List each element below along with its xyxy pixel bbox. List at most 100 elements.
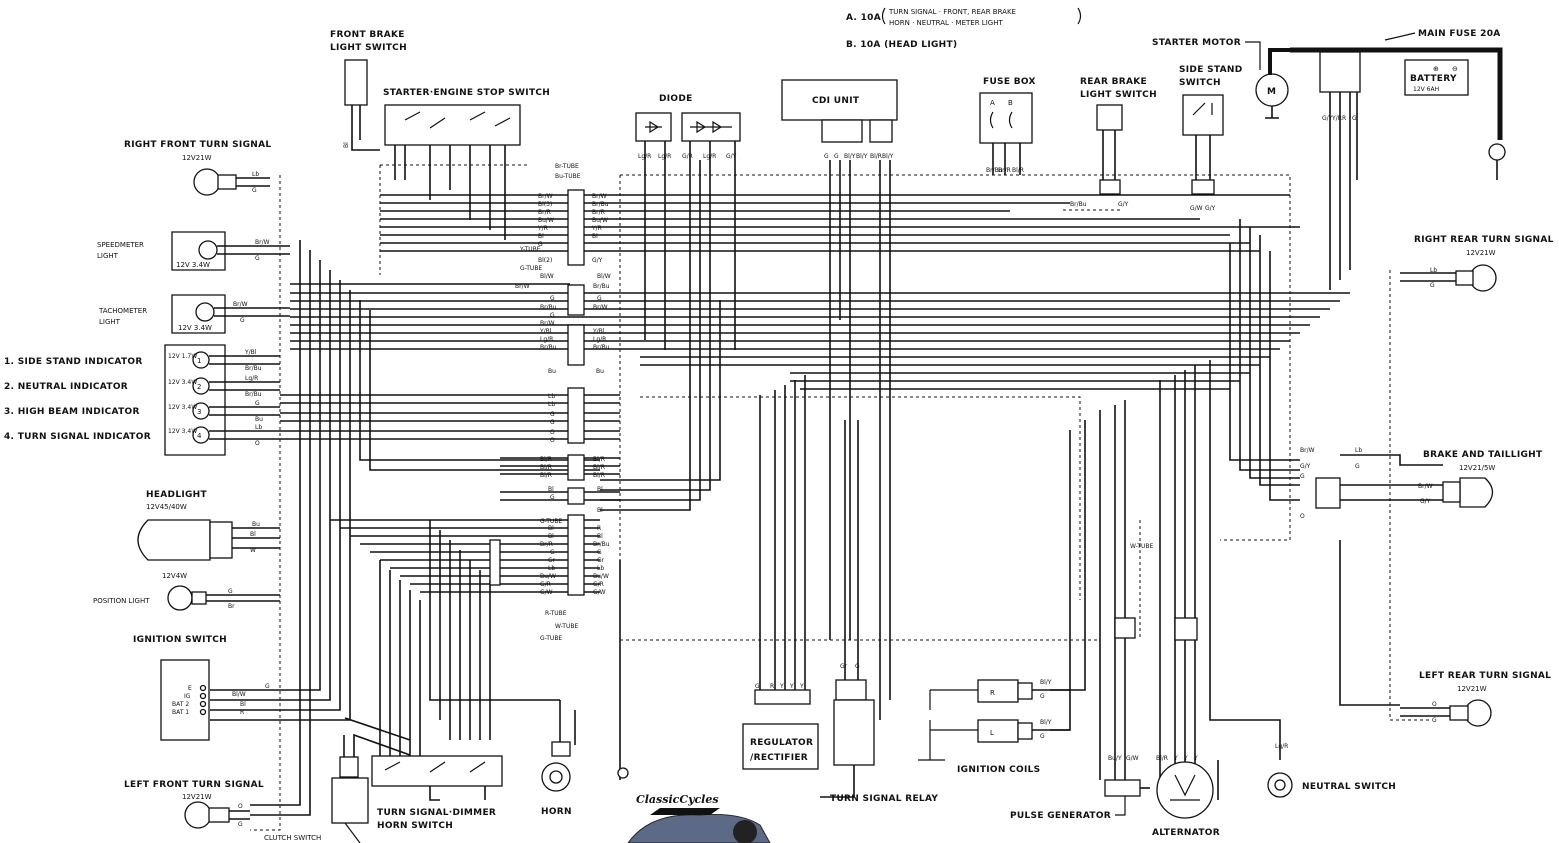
svg-text:12V45/40W: 12V45/40W (146, 503, 187, 511)
classic-cycles-logo: ClassicCycles (627, 793, 771, 843)
svg-text:12V4W: 12V4W (162, 572, 187, 580)
side-stand-switch: SIDE STAND SWITCH G/W G/Y (1179, 65, 1242, 212)
svg-text:G/Y: G/Y (1300, 463, 1311, 470)
neutral-switch: NEUTRAL SWITCH Lg/R (1267, 743, 1396, 798)
left-front-turn-signal: LEFT FRONT TURN SIGNAL 12V21W O G (124, 780, 264, 829)
svg-text:4: 4 (197, 432, 202, 440)
svg-text:12V 3.4W: 12V 3.4W (168, 428, 197, 435)
svg-text:G: G (238, 821, 243, 828)
svg-text:LIGHT SWITCH: LIGHT SWITCH (330, 43, 407, 53)
svg-text:SWITCH: SWITCH (1179, 78, 1221, 88)
svg-text:G: G (240, 317, 245, 324)
svg-text:DIODE: DIODE (659, 94, 693, 104)
svg-text:3. HIGH BEAM INDICATOR: 3. HIGH BEAM INDICATOR (4, 407, 140, 417)
svg-text:Bl/R: Bl/R (540, 472, 552, 479)
connector-lower-1 (567, 454, 585, 481)
svg-text:Bl/W: Bl/W (232, 691, 246, 698)
svg-text:HEADLIGHT: HEADLIGHT (146, 490, 208, 500)
diode: DIODE Lg/R Lg/R G/R Lg/R G/Y (635, 94, 741, 160)
connector-blocks (489, 51, 1361, 596)
ignition-switch: IGNITION SWITCH E IG BAT 2 BAT 1 G Bl/W … (133, 635, 270, 741)
svg-text:12V 3.4W: 12V 3.4W (178, 324, 212, 332)
svg-text:Br/Bu: Br/Bu (540, 304, 557, 311)
tube-labels: Br-TUBE Bu-TUBE Y-TUBE G-TUBE G-TUBE R-T… (519, 163, 1153, 642)
svg-text:RIGHT REAR TURN SIGNAL: RIGHT REAR TURN SIGNAL (1414, 235, 1554, 245)
svg-text:LIGHT SWITCH: LIGHT SWITCH (1080, 90, 1157, 100)
svg-text:Bl: Bl (597, 486, 603, 493)
svg-text:Br/W: Br/W (233, 301, 248, 308)
svg-text:BRAKE AND TAILLIGHT: BRAKE AND TAILLIGHT (1423, 450, 1543, 460)
svg-text:Bl: Bl (538, 233, 544, 240)
svg-text:E: E (188, 685, 192, 692)
alternator: ALTERNATOR Bl/R Y Y Y (1152, 617, 1220, 838)
svg-text:Lb: Lb (548, 393, 555, 400)
svg-text:Bl/Y: Bl/Y (1040, 719, 1052, 726)
svg-text:G: G (1300, 473, 1305, 480)
svg-text:Bu: Bu (596, 368, 604, 375)
tube-label: Bu-TUBE (555, 173, 581, 180)
svg-text:G: G (597, 295, 602, 302)
brake-and-taillight: BRAKE AND TAILLIGHT 12V21/5W Br/W G/Y G … (1300, 447, 1543, 520)
starter-relay (1319, 51, 1361, 93)
svg-text:Br/W: Br/W (1418, 483, 1433, 490)
fuse-notes: A. 10A TURN SIGNAL · FRONT, REAR BRAKE H… (846, 7, 1082, 50)
svg-text:Lb: Lb (252, 171, 259, 178)
svg-text:Bl/R: Bl/R (1156, 755, 1168, 762)
svg-text:R: R (1342, 115, 1346, 122)
svg-text:Lg/R: Lg/R (703, 153, 716, 160)
svg-text:O: O (1300, 513, 1305, 520)
svg-text:Lb: Lb (548, 565, 555, 572)
svg-text:HORN SWITCH: HORN SWITCH (377, 821, 453, 831)
svg-text:Bl/Y: Bl/Y (856, 153, 868, 160)
svg-text:STARTER·ENGINE STOP SWITCH: STARTER·ENGINE STOP SWITCH (383, 88, 550, 98)
svg-text:W: W (250, 547, 256, 554)
turn-signal-relay: TURN SIGNAL RELAY Gr G (820, 663, 938, 804)
svg-text:ALTERNATOR: ALTERNATOR (1152, 828, 1220, 838)
tachometer-light: TACHOMETER LIGHT 12V 3.4W Br/W G (98, 294, 290, 334)
connector-wire-codes: Br/W Bl(3) Br/R Bu/W Y/R Bl G Bl(2) Bl/W… (515, 193, 611, 596)
svg-text:4. TURN SIGNAL INDICATOR: 4. TURN SIGNAL INDICATOR (4, 432, 151, 442)
svg-text:Bl: Bl (548, 486, 554, 493)
svg-text:G/R: G/R (540, 581, 551, 588)
tube-label: W-TUBE (1130, 543, 1153, 550)
svg-text:Bl/R: Bl/R (540, 464, 552, 471)
svg-text:12V 3.4W: 12V 3.4W (168, 379, 197, 386)
fuse-note-a-prefix: A. 10A (846, 13, 881, 23)
svg-text:Br/W: Br/W (540, 320, 555, 327)
svg-text:G: G (855, 663, 860, 670)
svg-text:Bl: Bl (548, 533, 554, 540)
svg-text:B: B (1008, 99, 1013, 107)
svg-text:IGNITION COILS: IGNITION COILS (957, 765, 1040, 775)
svg-text:G: G (550, 295, 555, 302)
svg-text:Bu/W: Bu/W (593, 573, 609, 580)
svg-text:G: G (1430, 282, 1435, 289)
svg-text:Br/Bu: Br/Bu (592, 201, 609, 208)
svg-text:MAIN FUSE 20A: MAIN FUSE 20A (1418, 29, 1501, 39)
turn-signal-dimmer-horn-switch: TURN SIGNAL·DIMMER HORN SWITCH (344, 717, 503, 831)
svg-text:Lb: Lb (1430, 267, 1437, 274)
svg-text:R: R (597, 525, 601, 532)
svg-text:NEUTRAL SWITCH: NEUTRAL SWITCH (1302, 782, 1396, 792)
svg-text:Bl/W: Bl/W (540, 273, 554, 280)
svg-text:RIGHT FRONT TURN SIGNAL: RIGHT FRONT TURN SIGNAL (124, 140, 271, 150)
svg-text:G: G (550, 549, 555, 556)
connector-mid (567, 387, 585, 444)
svg-text:12V21W: 12V21W (182, 154, 212, 162)
svg-text:CDI UNIT: CDI UNIT (812, 96, 860, 106)
svg-text:Br/Bu: Br/Bu (1070, 201, 1087, 208)
svg-text:G: G (1352, 115, 1357, 122)
svg-text:G: G (255, 400, 260, 407)
svg-text:Br/W: Br/W (1300, 447, 1315, 454)
fuse-box: FUSE BOX A B Br/Bu Br/R Bl/R (979, 77, 1035, 175)
svg-text:Br/Bu: Br/Bu (593, 283, 610, 290)
svg-text:12V 6AH: 12V 6AH (1413, 86, 1439, 93)
left-rear-turn-signal: LEFT REAR TURN SIGNAL 12V21W O G (1339, 540, 1551, 727)
svg-text:SIDE STAND: SIDE STAND (1179, 65, 1242, 75)
svg-text:R: R (770, 683, 774, 690)
main-fuse: MAIN FUSE 20A (1268, 29, 1503, 140)
logo-text: ClassicCycles (636, 793, 719, 806)
svg-text:G/Y: G/Y (592, 257, 603, 264)
svg-text:REGULATOR: REGULATOR (750, 738, 813, 748)
tube-label: Y-TUBE (519, 246, 541, 253)
svg-text:Br/R: Br/R (998, 167, 1011, 174)
